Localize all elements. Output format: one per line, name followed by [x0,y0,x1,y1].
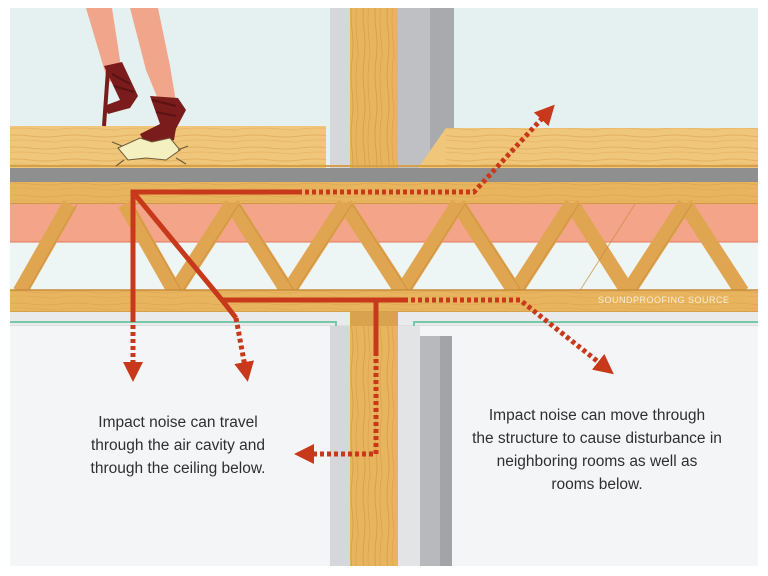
noise-arrow-icon [123,104,614,464]
subfloor-layer [10,168,758,182]
upper-wall-drywall-left [330,8,350,168]
caption-air-cavity: Impact noise can travel through the air … [90,414,266,477]
watermark: SOUNDPROOFING SOURCE [598,295,730,305]
noise-path-solid [130,189,404,352]
lower-room-right [420,326,758,566]
lower-wall-drywall-right [398,326,420,566]
impact-burst-icon [111,137,189,167]
caption-structure: Impact noise can move through the struct… [472,407,722,493]
lower-room-left [10,326,330,566]
high-heel-shoe-icon [86,8,186,142]
lower-wall-drywall-left [330,326,350,566]
